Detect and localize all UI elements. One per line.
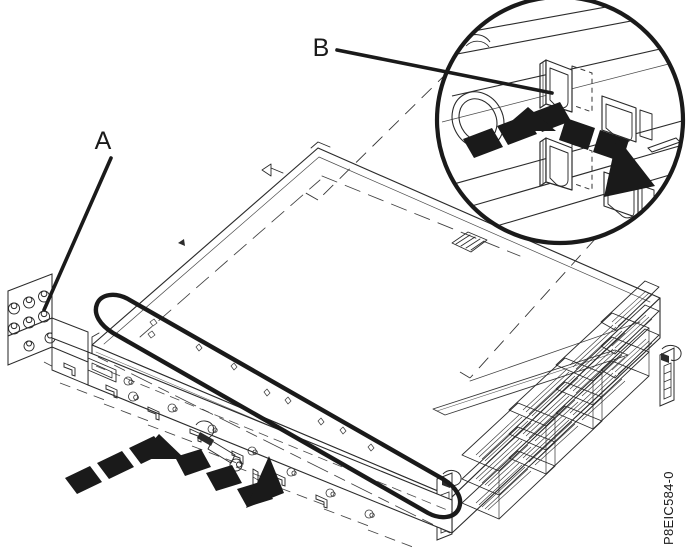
- drive-bay-array: [461, 280, 660, 520]
- detail-projection-lines: [303, 71, 597, 379]
- callout-a-label: A: [95, 127, 112, 155]
- chassis-top-cover: [91, 141, 661, 498]
- latch-release-arrow: [463, 102, 655, 197]
- front-bezel-highlight-outline: [93, 292, 463, 520]
- callout-b-leader: [335, 48, 554, 95]
- callout-b: B: [313, 34, 554, 95]
- rack-mount-bracket-ear: [7, 273, 89, 386]
- callout-a-leader: [42, 156, 113, 312]
- cover-vent-louvre: [451, 231, 488, 253]
- drive-bay-column[interactable]: [600, 280, 660, 379]
- callout-b-label: B: [313, 34, 330, 62]
- callout-a: A: [42, 127, 113, 312]
- release-latch-tab-lower[interactable]: [539, 137, 593, 191]
- rack-mount-ear-rear: [659, 344, 682, 407]
- document-identifier: P8EIC584-0: [661, 471, 676, 545]
- magnified-detail-view: [434, 0, 686, 246]
- bezel-removal-arrow: [65, 434, 284, 508]
